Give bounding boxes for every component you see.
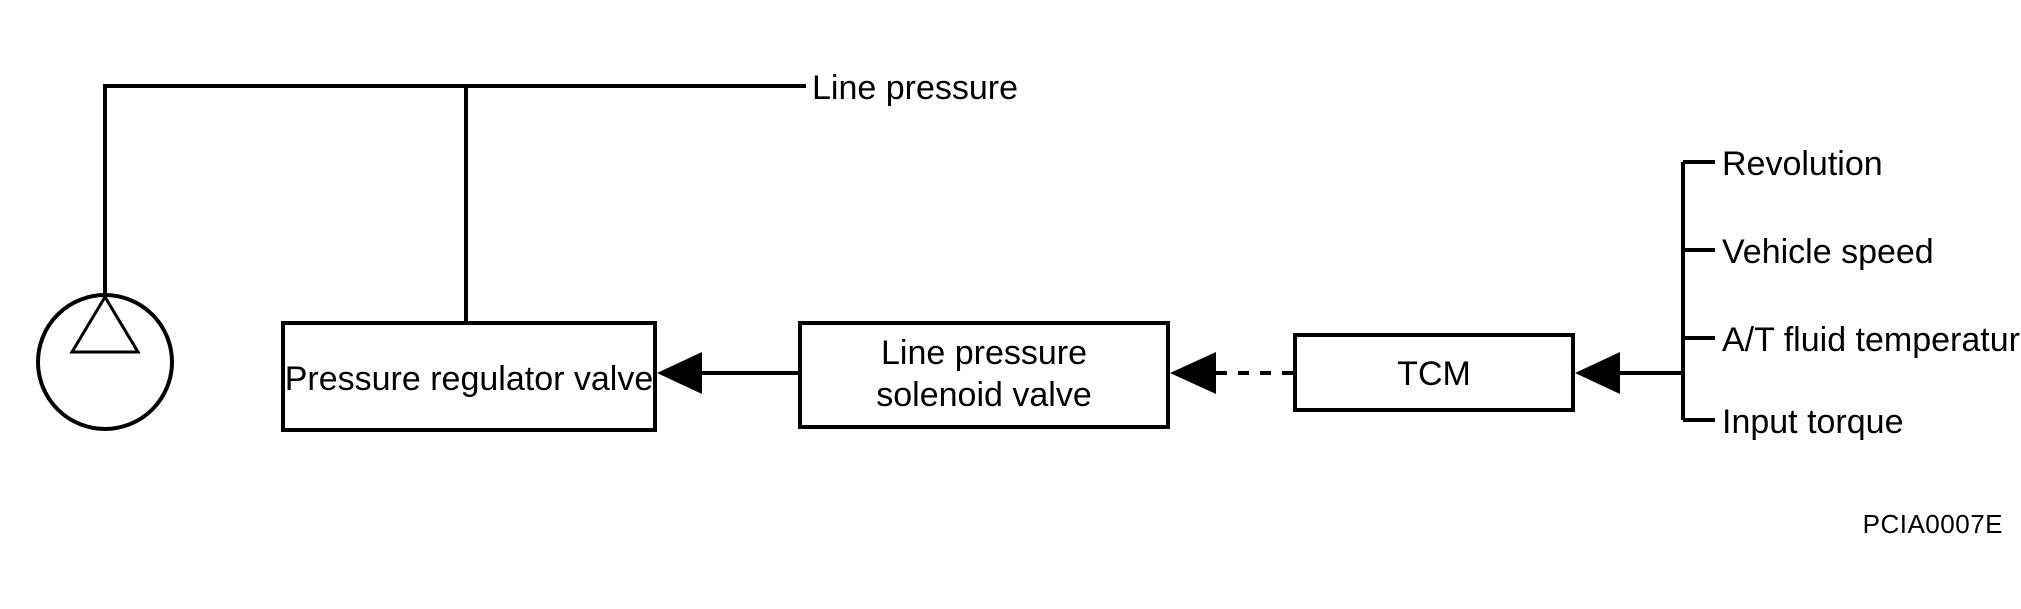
pressure-gauge-icon bbox=[36, 293, 174, 431]
block-label-pressure-regulator-valve: Pressure regulator valve bbox=[285, 360, 654, 398]
block-pressure-regulator-valve: Pressure regulator valve bbox=[281, 321, 657, 432]
input-label-group: Revolution Vehicle speed A/T fluid tempe… bbox=[1722, 145, 2021, 441]
input-label-vehicle-speed: Vehicle speed bbox=[1722, 233, 1934, 271]
input-signal-bus bbox=[1681, 160, 1715, 422]
block-label-tcm: TCM bbox=[1397, 355, 1471, 393]
line-pressure-label: Line pressure bbox=[812, 69, 1018, 107]
input-label-input-torque: Input torque bbox=[1722, 403, 1903, 441]
block-label-line-pressure-solenoid-valve-line1: Line pressure bbox=[881, 334, 1087, 372]
connector-inputs-to-tcm bbox=[1575, 352, 1683, 394]
block-line-pressure-solenoid-valve: Line pressure solenoid valve bbox=[798, 321, 1170, 429]
block-label-line-pressure-solenoid-valve-line2: solenoid valve bbox=[876, 376, 1091, 414]
connector-solenoid-to-regulator bbox=[657, 352, 798, 394]
line-pressure-tap-path bbox=[103, 84, 806, 323]
input-label-revolution: Revolution bbox=[1722, 145, 1883, 183]
input-label-at-fluid-temperature: A/T fluid temperature bbox=[1722, 321, 2021, 359]
figure-reference-code: PCIA0007E bbox=[1863, 509, 2003, 539]
connector-tcm-to-solenoid bbox=[1170, 352, 1293, 394]
block-tcm: TCM bbox=[1293, 333, 1575, 412]
